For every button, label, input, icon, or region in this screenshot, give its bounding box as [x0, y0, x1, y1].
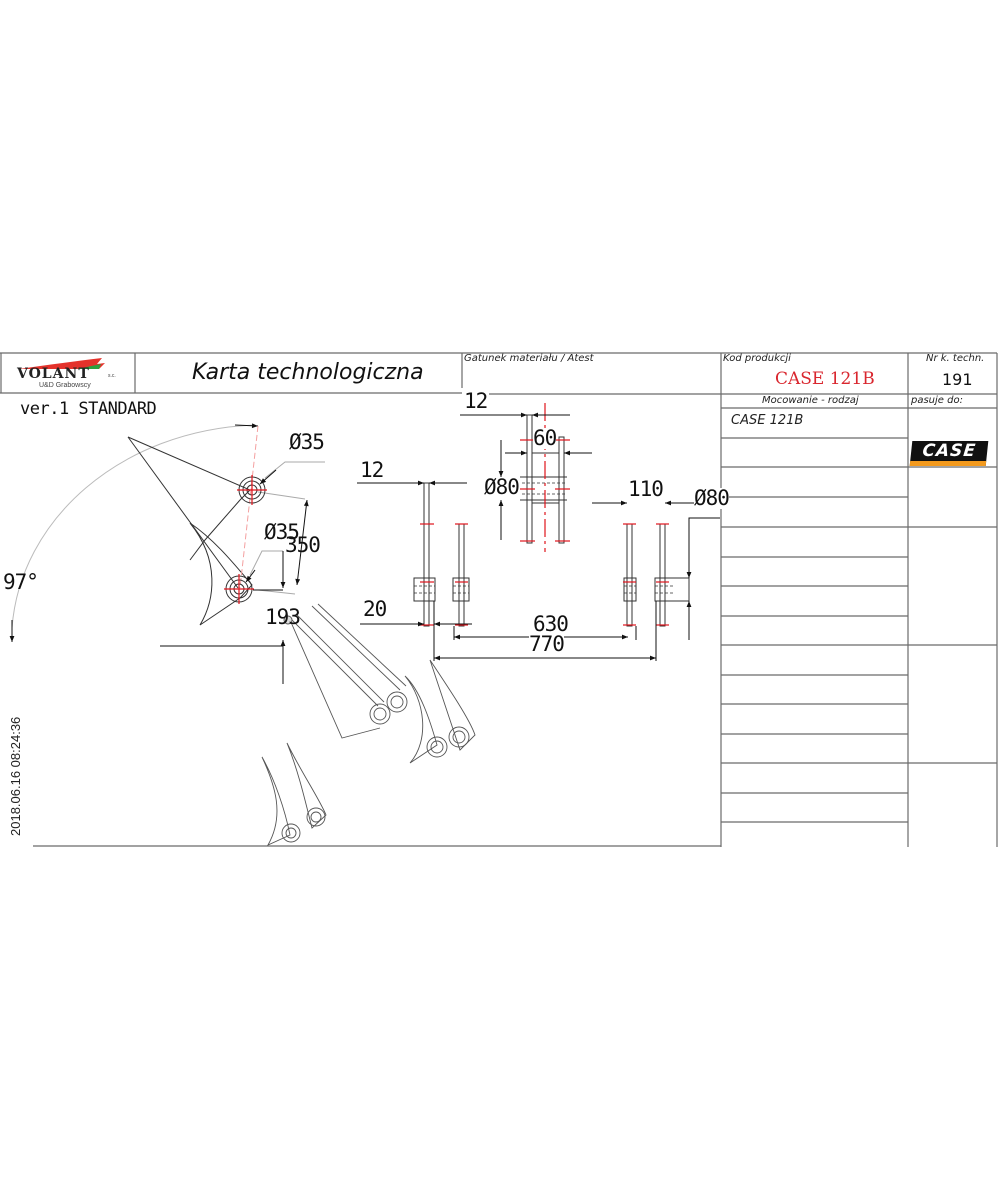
dim-offset: 193	[265, 605, 301, 629]
company-logo: VOLANT s.c. U&D Grabowscy	[2, 354, 134, 392]
mounting-value: CASE 121B	[731, 413, 804, 428]
dim-bushing-right: Ø80	[694, 486, 730, 510]
case-brand-logo: CASE	[909, 441, 989, 466]
side-view-tooth	[9, 423, 325, 684]
dim-angle: 97°	[3, 570, 39, 594]
company-name: VOLANT	[17, 366, 90, 382]
dim-hole-spacing: 350	[285, 533, 321, 557]
dim-gap-left: 20	[363, 597, 387, 621]
dim-plate-left: 12	[360, 458, 384, 482]
dim-bushing-center: Ø80	[484, 475, 520, 499]
dim-plate-center: 12	[462, 389, 490, 413]
tech-card-number: 191	[942, 370, 973, 389]
dim-gap-right: 110	[628, 477, 664, 501]
company-subtitle: U&D Grabowscy	[39, 382, 91, 389]
material-label: Gatunek materiału / Atest	[464, 353, 594, 364]
dim-inner-span: 630	[533, 612, 569, 636]
logo-swoosh-icon	[19, 358, 105, 369]
timestamp: 2018.06.16 08:24:36	[8, 716, 23, 836]
dim-outer-span: 770	[529, 632, 565, 656]
dim-hole-top: Ø35	[289, 430, 325, 454]
product-code-label: Kod produkcji	[723, 353, 791, 364]
mounting-label: Mocowanie - rodzaj	[762, 395, 859, 406]
product-code-value: CASE 121B	[775, 369, 875, 389]
version-label: ver.1 STANDARD	[20, 399, 157, 419]
page-title: Karta technologiczna	[192, 360, 424, 385]
isometric-view-teeth	[261, 603, 476, 846]
fits-label: pasuje do:	[911, 395, 963, 406]
dim-hole-bottom: Ø35	[264, 520, 300, 544]
company-suffix: s.c.	[108, 373, 116, 379]
tech-card-label: Nr k. techn.	[926, 353, 985, 364]
dim-center-width: 60	[533, 426, 557, 450]
